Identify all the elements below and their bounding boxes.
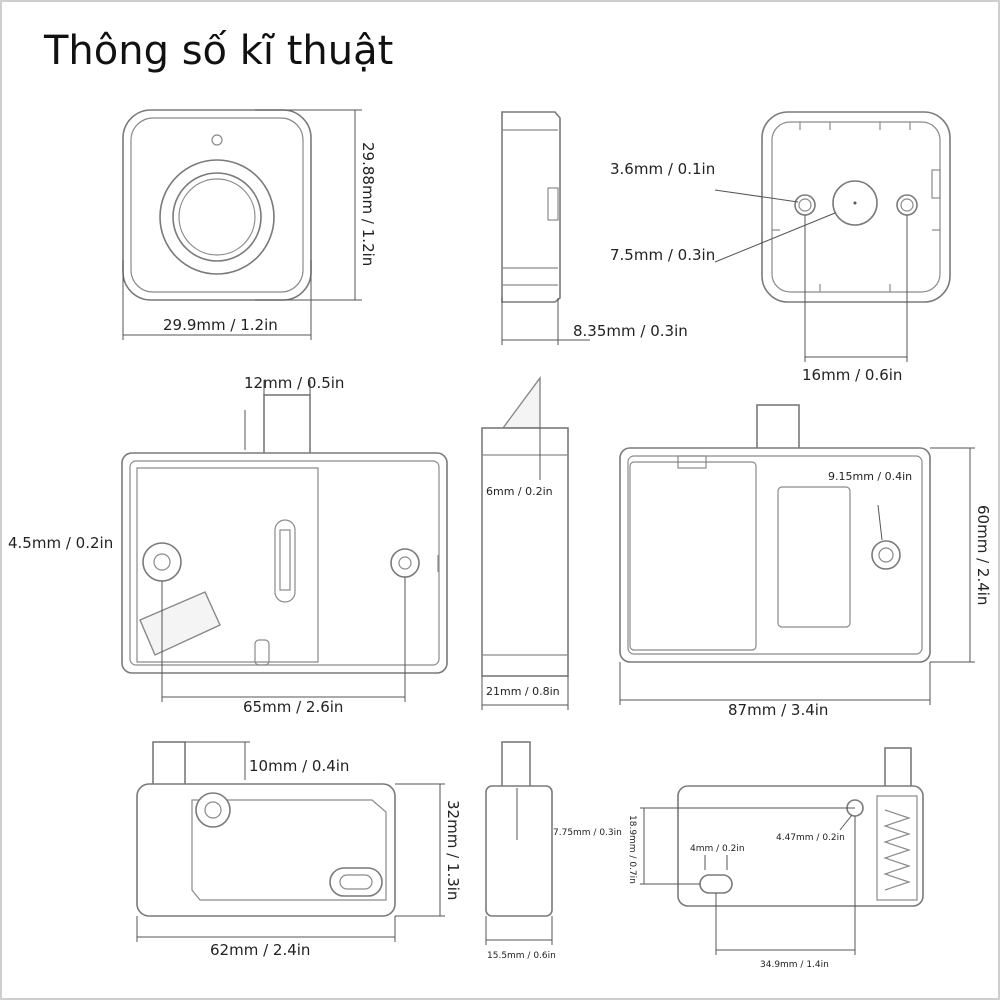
lock-body-back-view	[619, 404, 931, 663]
hole-small-label: 3.6mm / 0.1in	[610, 160, 715, 178]
body-height-label: 60mm / 2.4in	[974, 505, 992, 605]
body-height-dimension	[930, 447, 975, 663]
screw-hole-label: 9.15mm / 0.4in	[828, 470, 912, 483]
bolt-width-dimension	[244, 380, 311, 450]
latch-length-dimension	[136, 916, 396, 942]
latch-offset-label: 7.75mm / 0.3in	[553, 828, 622, 838]
plate-dimensions	[640, 807, 856, 955]
latch-height-label: 32mm / 1.3in	[444, 800, 462, 900]
back-hole-dimensions	[714, 189, 908, 362]
body-depth-label: 21mm / 0.8in	[486, 685, 560, 698]
body-depth-dimension	[481, 428, 569, 710]
latch-height-dimension	[395, 783, 445, 917]
body-length-dimension	[619, 662, 931, 705]
latch-ext-label: 10mm / 0.4in	[249, 757, 349, 775]
screw-hole-leader	[877, 504, 883, 541]
plate-height-label: 18.9mm / 0.7in	[627, 815, 637, 884]
latch-extension-dimension	[185, 741, 250, 780]
front-width-dimension	[122, 260, 312, 340]
sensor-side-view	[501, 111, 561, 303]
sensor-back-view	[761, 111, 951, 303]
slot-width-label: 4mm / 0.2in	[690, 844, 745, 854]
side-depth-label: 8.35mm / 0.3in	[573, 322, 688, 340]
page-title: Thông số kĩ thuật	[44, 28, 394, 74]
mount-hole-label: 4.5mm / 0.2in	[8, 534, 113, 552]
latch-front-view	[136, 741, 396, 917]
hole-center-label: 7.5mm / 0.3in	[610, 246, 715, 264]
bolt-width-label: 12mm / 0.5in	[244, 374, 344, 392]
mount-spacing-dimension	[161, 577, 406, 702]
bolt-throw-label: 6mm / 0.2in	[486, 485, 553, 498]
hole-spacing-label: 16mm / 0.6in	[802, 366, 902, 384]
lock-body-side-view	[481, 375, 569, 677]
front-height-dimension	[255, 109, 362, 301]
mount-spacing-label: 65mm / 2.6in	[243, 698, 343, 716]
lock-body-front-view	[121, 394, 448, 674]
front-width-label: 29.9mm / 1.2in	[163, 316, 278, 334]
latch-plate-view	[677, 747, 924, 907]
body-length-label: 87mm / 3.4in	[728, 701, 828, 719]
side-depth-dimension	[501, 298, 590, 345]
plate-hole-label: 4.47mm / 0.2in	[776, 833, 845, 843]
sensor-front-view	[122, 109, 312, 301]
latch-length-label: 62mm / 2.4in	[210, 941, 310, 959]
latch-depth-label: 15.5mm / 0.6in	[487, 951, 556, 961]
front-height-label: 29.88mm / 1.2in	[359, 142, 377, 266]
latch-side-view	[485, 741, 553, 945]
plate-length-label: 34.9mm / 1.4in	[760, 960, 829, 970]
